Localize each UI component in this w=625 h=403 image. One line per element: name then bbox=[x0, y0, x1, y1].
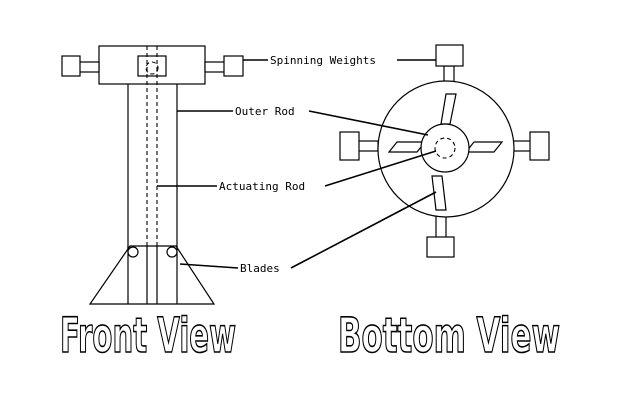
label-spinning-weights: Spinning Weights bbox=[270, 54, 376, 67]
front-blades bbox=[88, 245, 216, 305]
label-actuating-rod: Actuating Rod bbox=[219, 180, 305, 193]
front-view-drawing bbox=[61, 45, 244, 305]
leader-outer-rod-right bbox=[308, 110, 429, 136]
front-left-weight bbox=[61, 55, 81, 77]
bottom-view-drawing bbox=[339, 44, 550, 258]
bottom-left-weight bbox=[339, 131, 360, 161]
bottom-top-weight bbox=[435, 44, 464, 67]
leader-blades-right bbox=[290, 191, 437, 269]
front-right-weight bbox=[223, 55, 244, 77]
front-blade-hinge-left bbox=[127, 246, 139, 258]
leader-actuating-rod-right bbox=[324, 150, 437, 187]
bottom-bottom-arm bbox=[435, 213, 447, 239]
title-front-view: Front View bbox=[60, 308, 236, 364]
front-right-arm bbox=[204, 61, 226, 73]
bottom-blade-bottom bbox=[431, 175, 447, 211]
leader-blades-left bbox=[179, 263, 239, 269]
front-left-arm bbox=[78, 61, 100, 73]
title-bottom-view: Bottom View bbox=[338, 308, 560, 364]
bottom-hub bbox=[420, 123, 470, 173]
bottom-actuating-rod bbox=[434, 137, 456, 159]
bottom-bottom-weight bbox=[426, 236, 455, 258]
bottom-left-arm bbox=[357, 140, 379, 152]
front-hub-pivot bbox=[145, 61, 159, 75]
bottom-right-weight bbox=[529, 131, 550, 161]
front-hub-center-box bbox=[137, 55, 167, 77]
front-blade-hinge-right bbox=[166, 246, 178, 258]
label-outer-rod: Outer Rod bbox=[235, 105, 295, 118]
label-blades: Blades bbox=[240, 262, 280, 275]
leader-lines bbox=[157, 59, 437, 269]
